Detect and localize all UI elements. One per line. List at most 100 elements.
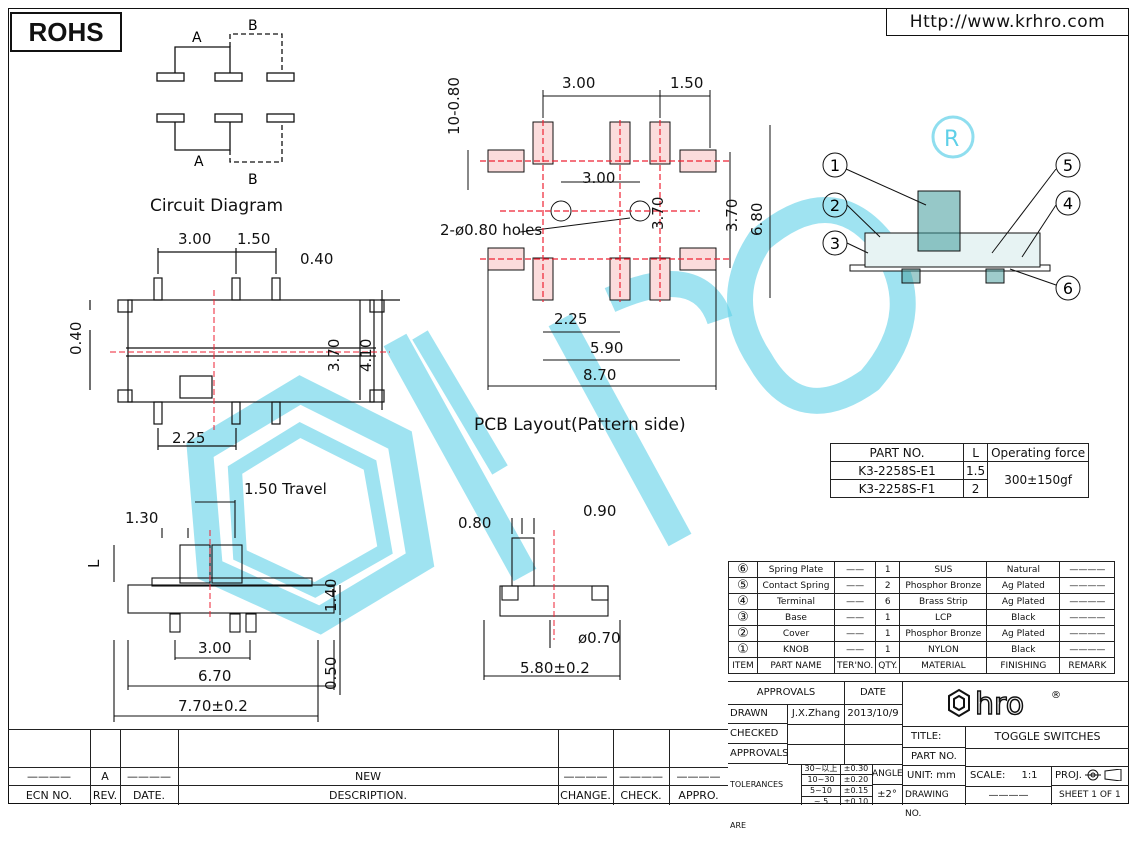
svg-text:3: 3 [830,234,840,253]
dim-pcb-1.50: 1.50 [670,74,704,92]
svg-text:4: 4 [1063,194,1073,213]
bom-remark: ———— [1059,577,1116,594]
bom-item: ⑤ [728,577,758,594]
rev-value: A [101,770,109,783]
bom-header: ITEM [728,657,758,674]
bom-material: Phosphor Bronze [899,625,988,642]
bom-header: REMARK [1059,657,1116,674]
dim-pcb-3.00-top: 3.00 [562,74,596,92]
svg-text:®: ® [1051,690,1061,701]
bom-header: MATERIAL [899,657,988,674]
bom-part-name: Terminal [757,593,835,610]
tolerances-label: TOLERANCES ARE [728,764,802,830]
appro-header: APPRO. [678,789,719,802]
drawn-date: 2013/10/9 [844,704,903,725]
bom-part-name: Cover [757,625,835,642]
projection-symbol-icon [1085,768,1122,782]
dim-top-4.10: 4.10 [357,338,375,372]
bom-ter-no: —— [833,609,877,626]
bom-header: PART NAME [757,657,835,674]
bom-material: Brass Strip [899,593,988,610]
scale-label: SCALE: [970,770,1006,781]
dim-pcb-3.00-mid: 3.00 [582,169,616,187]
approvals-label: APPROVALS [728,682,845,705]
dim-pcb-6.80: 6.80 [748,202,766,236]
bom-item: ① [728,641,758,658]
bom-finishing: Black [986,609,1061,626]
website-url[interactable]: Http://www.krhro.com [886,8,1129,36]
bom-remark: ———— [1059,593,1116,610]
check-value: ———— [619,770,663,783]
part-no-label: PART NO. [903,748,966,766]
description-value: NEW [354,770,382,783]
appro-value: ———— [676,770,721,783]
title-block: APPROVALS DATE hro ® DRAWN J.X.Zhang 201… [728,681,1129,830]
svg-text:A: A [192,30,202,46]
ecn-value: ———— [27,770,71,783]
circuit-diagram: A B A B [156,18,295,188]
angle-value: ±2° [872,784,903,805]
pcb-layout-drawing [467,90,771,390]
svg-text:A: A [194,154,204,170]
bom-ter-no: —— [833,561,877,578]
bom-item: ③ [728,609,758,626]
svg-text:5: 5 [1063,156,1073,175]
description-header: DESCRIPTION. [329,789,407,802]
bom-finishing: Ag Plated [986,625,1061,642]
bom-part-name: Spring Plate [757,561,835,578]
dim-pcb-3.70-b: 3.70 [723,198,741,232]
drawing-no-label: DRAWING NO. [903,786,966,819]
bom-finishing: Ag Plated [986,577,1061,594]
side-view-drawing [483,518,621,680]
svg-text:2: 2 [830,196,840,215]
force-header: Operating force [987,443,1090,462]
bom-material: LCP [899,609,988,626]
part-number-table: PART NO. L Operating force K3-2258S-E1 1… [830,443,1090,498]
svg-text:B: B [248,18,258,34]
dim-front-7.70: 7.70±0.2 [178,697,248,715]
date-header: DATE. [132,789,166,802]
drawing-title: TOGGLE SWITCHES [966,726,1129,749]
cross-section-drawing: 1 2 3 4 5 6 [822,152,1081,301]
drawing-no-value: ———— [966,786,1052,805]
dim-top-3.00: 3.00 [178,230,212,248]
dim-front-1.30: 1.30 [125,509,159,527]
check-header: CHECK. [620,789,662,802]
dim-pcb-10-0.80: 10-0.80 [445,77,463,135]
checked-label: CHECKED [728,724,788,744]
bom-header: TER'NO. [833,657,877,674]
bom-qty: 1 [875,561,901,578]
angle-label: ANGLE [872,764,903,785]
dim-front-1.40: 1.40 [322,578,340,612]
dim-pcb-5.90: 5.90 [590,339,624,357]
bom-part-name: Base [757,609,835,626]
top-view-drawing [89,248,400,450]
registered-mark: R [931,115,975,159]
dim-side-0.90: 0.90 [583,502,617,520]
dim-travel: 1.50 Travel [244,480,327,498]
svg-text:R: R [944,127,959,152]
svg-text:6: 6 [1063,279,1073,298]
bom-material: NYLON [899,641,988,658]
bom-remark: ———— [1059,625,1116,642]
bom-finishing: Ag Plated [986,593,1061,610]
dim-front-L: L [85,559,103,568]
hro-logo: hro ® [903,682,1129,727]
dim-front-3.00: 3.00 [198,639,232,657]
revision-block: ———— A ———— NEW ———— ———— ———— ECN NO. R… [8,729,728,805]
part-no-header: PART NO. [830,443,964,462]
dim-top-0.40-a: 0.40 [300,250,334,268]
bom-ter-no: —— [833,593,877,610]
part-no-cell: K3-2258S-F1 [830,479,964,498]
svg-text:1: 1 [830,156,840,175]
circuit-diagram-title: Circuit Diagram [150,196,284,216]
svg-text:hro: hro [975,687,1024,722]
bom-material: SUS [899,561,988,578]
front-view-drawing [113,500,341,722]
bom-part-name: KNOB [757,641,835,658]
l-cell: 2 [962,479,989,498]
bom-material: Phosphor Bronze [899,577,988,594]
